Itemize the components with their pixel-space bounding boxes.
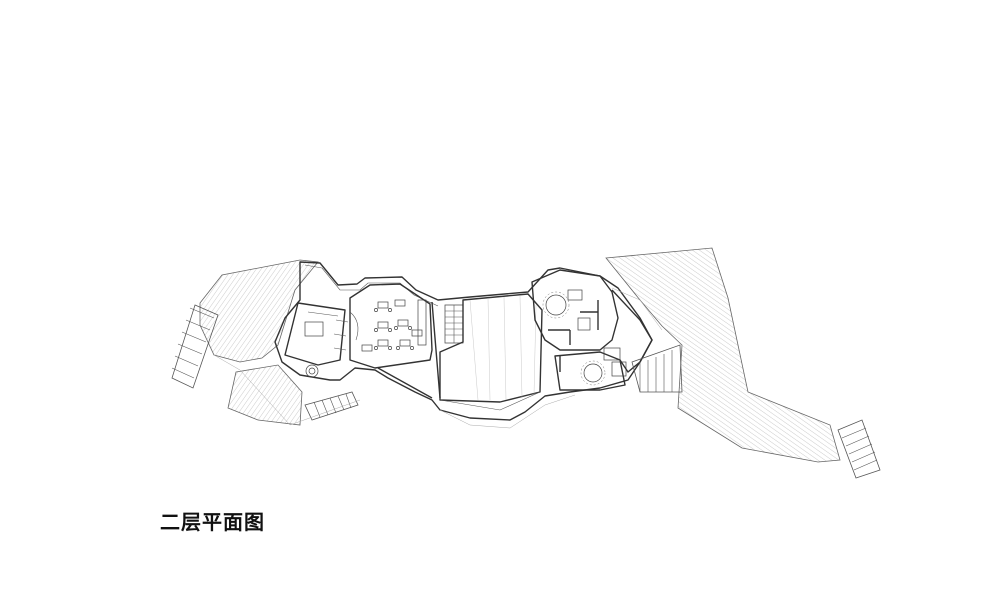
site-contours bbox=[213, 287, 663, 429]
left-room bbox=[284, 302, 346, 378]
right-terrain-hatch bbox=[605, 247, 841, 463]
building-outline bbox=[274, 261, 653, 421]
main-hall bbox=[333, 283, 441, 399]
right-stair bbox=[631, 344, 683, 393]
right-rooms bbox=[531, 269, 653, 391]
central-stair bbox=[444, 304, 464, 344]
left-terrain-hatch bbox=[199, 259, 319, 426]
drawing-title: 二层平面图 bbox=[160, 510, 265, 534]
left-stair bbox=[171, 304, 219, 389]
far-right-stair bbox=[837, 419, 881, 479]
lower-left-stair bbox=[304, 391, 359, 421]
central-terrace bbox=[439, 293, 543, 411]
